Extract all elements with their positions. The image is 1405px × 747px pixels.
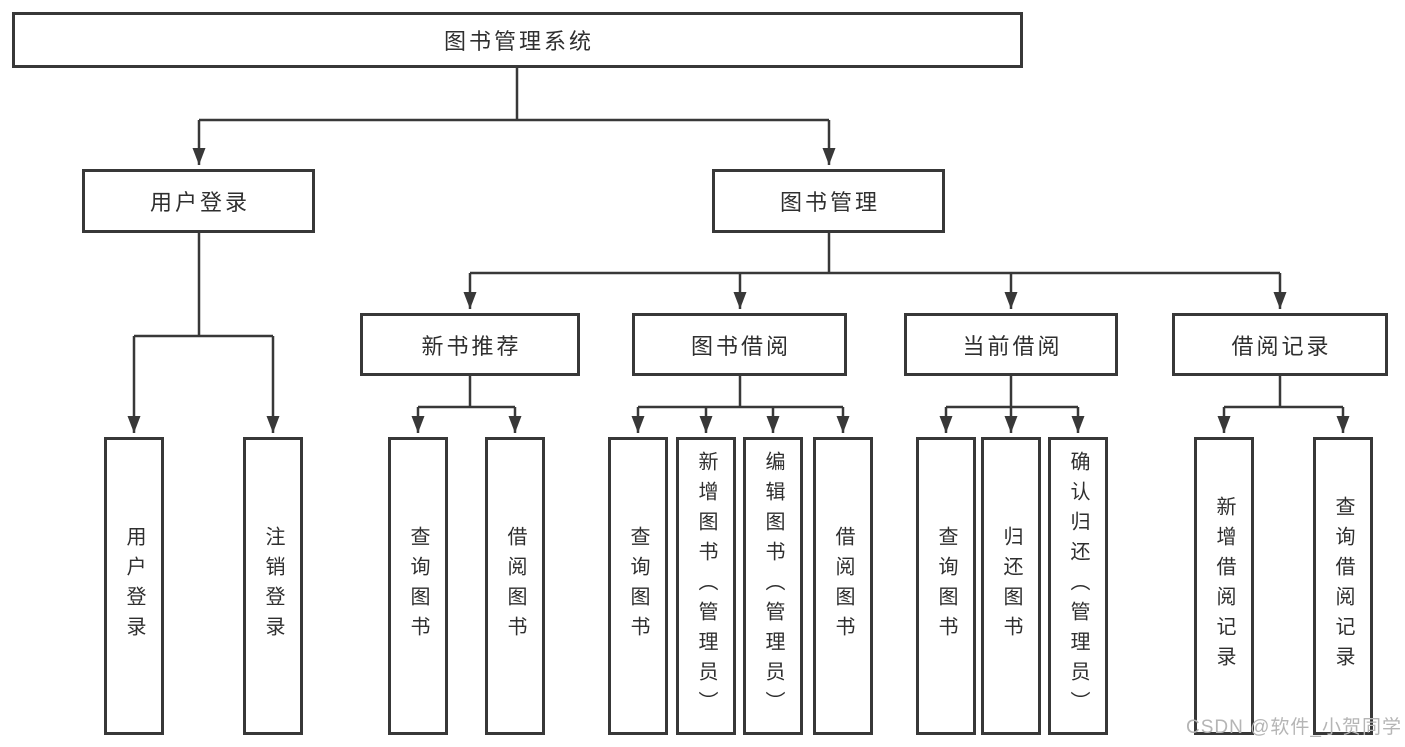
leaf-nb-borrow-books: 借阅图书 xyxy=(485,437,545,735)
node-book-management: 图书管理 xyxy=(712,169,945,233)
leaf-bb-edit-books-admin: 编辑图书（管理员） xyxy=(743,437,803,735)
leaf-nb-query-books: 查询图书 xyxy=(388,437,448,735)
leaf-user-login: 用户登录 xyxy=(104,437,164,735)
leaf-bb-borrow-books: 借阅图书 xyxy=(813,437,873,735)
connector-trunks xyxy=(134,68,1343,409)
leaf-br-query-record: 查询借阅记录 xyxy=(1313,437,1373,735)
leaf-bb-add-books-admin: 新增图书（管理员） xyxy=(676,437,736,735)
node-book-borrowing: 图书借阅 xyxy=(632,313,847,376)
leaf-logout: 注销登录 xyxy=(243,437,303,735)
node-user-login: 用户登录 xyxy=(82,169,315,233)
leaf-cb-confirm-return-admin: 确认归还（管理员） xyxy=(1048,437,1108,735)
node-new-book-recommend: 新书推荐 xyxy=(360,313,580,376)
node-current-borrowing: 当前借阅 xyxy=(904,313,1118,376)
leaf-cb-return-books: 归还图书 xyxy=(981,437,1041,735)
node-borrowing-records: 借阅记录 xyxy=(1172,313,1388,376)
leaf-cb-query-books: 查询图书 xyxy=(916,437,976,735)
leaf-br-add-record: 新增借阅记录 xyxy=(1194,437,1254,735)
node-root-system: 图书管理系统 xyxy=(12,12,1023,68)
leaf-bb-query-books: 查询图书 xyxy=(608,437,668,735)
